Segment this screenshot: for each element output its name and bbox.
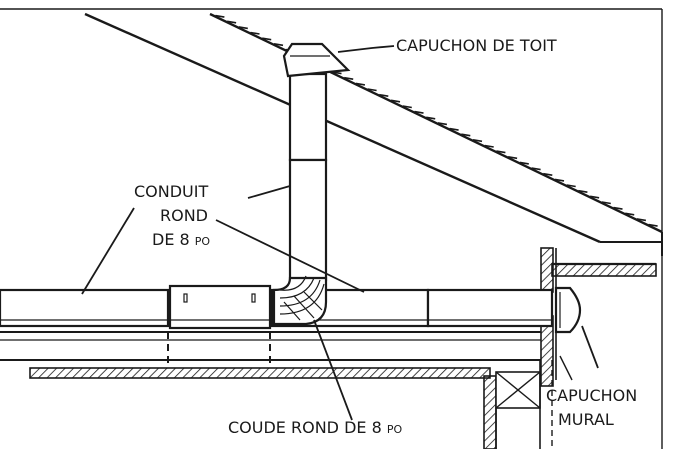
shingle-mark [543, 172, 553, 176]
leader-lines [81, 45, 599, 421]
shingle-mark [472, 139, 483, 143]
shingle-mark [613, 206, 623, 210]
label-elbow-unit: PO [387, 423, 403, 436]
shingle-mark [461, 133, 471, 137]
shingle-mark [437, 122, 448, 126]
lower-wall-framing [483, 355, 573, 449]
shingle-mark [484, 144, 494, 148]
shingle-mark [215, 14, 225, 18]
shingle-mark [636, 218, 647, 222]
frame-border [0, 8, 663, 449]
roof-rafter [84, 12, 663, 256]
shingle-mark [496, 150, 506, 154]
shingle-mark [379, 93, 389, 97]
shingle-mark [344, 76, 354, 80]
label-duct-line-3: DE 8 PO [152, 230, 210, 249]
label-elbow: COUDE ROND DE 8 PO [228, 418, 402, 437]
roof-cap [282, 42, 351, 78]
shingle-mark [578, 189, 588, 193]
label-elbow-size: COUDE ROND DE 8 [228, 418, 387, 437]
shingle-mark [250, 31, 260, 35]
shingle-mark [273, 43, 284, 47]
shingle-mark [554, 178, 565, 182]
label-wall-cap-line-2: MURAL [558, 410, 614, 429]
shingle-mark [519, 161, 529, 165]
wall-cap [554, 286, 582, 334]
vertical-duct [288, 72, 328, 282]
shingle-mark [625, 212, 635, 216]
shingle-mark [507, 156, 518, 160]
shingle-mark [414, 110, 424, 114]
shingle-mark [426, 116, 436, 120]
shingle-mark [226, 20, 237, 24]
shingle-mark [449, 127, 459, 131]
shingle-mark [238, 26, 248, 30]
shingle-mark [566, 184, 576, 188]
label-duct-line-1: CONDUIT [134, 182, 208, 201]
shingle-mark [531, 167, 541, 171]
shingle-mark [367, 88, 377, 92]
shingle-mark [355, 82, 366, 86]
shingle-mark [390, 99, 401, 103]
label-duct-size: DE 8 [152, 230, 195, 249]
ceiling-joist [0, 331, 541, 379]
label-roof-cap: CAPUCHON DE TOIT [396, 36, 557, 55]
round-elbow [272, 275, 328, 326]
label-duct-unit: PO [195, 235, 211, 248]
soffit [551, 262, 657, 277]
label-duct-line-2: ROND [160, 206, 208, 225]
shingle-mark [262, 37, 272, 41]
shingle-mark [589, 195, 600, 199]
shingle-mark [402, 105, 412, 109]
shingle-mark [601, 201, 611, 205]
label-wall-cap-line-1: CAPUCHON [546, 386, 637, 405]
shingle-mark [648, 223, 658, 227]
